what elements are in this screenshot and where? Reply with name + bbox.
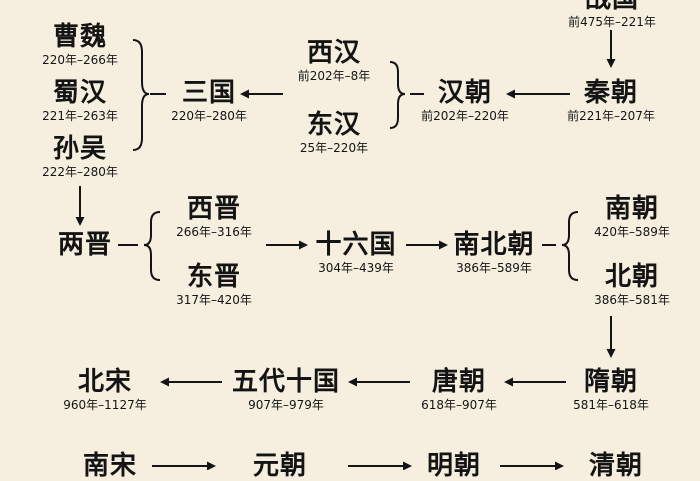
node-nanchao: 南朝 420年–589年 — [580, 194, 684, 239]
node-name: 孙吴 — [52, 134, 107, 164]
node-name: 蜀汉 — [52, 78, 107, 108]
node-caowei: 曹魏 220年–266年 — [28, 22, 132, 67]
node-name: 元朝 — [252, 451, 307, 481]
node-years: 907年–979年 — [248, 398, 324, 412]
node-shiliuguo: 十六国 304年–439年 — [306, 230, 406, 275]
node-years: 221年–263年 — [42, 109, 118, 123]
node-name: 东汉 — [306, 110, 361, 140]
node-years: 304年–439年 — [318, 261, 394, 275]
node-years: 222年–280年 — [42, 165, 118, 179]
node-nanbeichao: 南北朝 386年–589年 — [446, 230, 542, 275]
node-name: 十六国 — [315, 230, 397, 260]
node-name: 五代十国 — [231, 367, 340, 397]
node-yuan: 元朝 — [240, 451, 320, 481]
node-wudai: 五代十国 907年–979年 — [222, 367, 350, 412]
node-years: 386年–589年 — [456, 261, 532, 275]
node-xihan: 西汉 前202年–8年 — [282, 38, 386, 83]
node-ming: 明朝 — [414, 451, 494, 481]
node-name: 秦朝 — [583, 78, 638, 108]
node-qing: 清朝 — [576, 451, 656, 481]
node-qin: 秦朝 前221年–207年 — [556, 78, 666, 123]
node-sunwu: 孙吴 222年–280年 — [28, 134, 132, 179]
node-years: 前221年–207年 — [567, 109, 655, 123]
node-name: 南宋 — [82, 451, 137, 481]
node-name: 北朝 — [604, 262, 659, 292]
node-years: 960年–1127年 — [63, 398, 147, 412]
node-name: 南朝 — [604, 194, 659, 224]
node-name: 三国 — [181, 78, 236, 108]
node-years: 220年–266年 — [42, 53, 118, 67]
node-zhanguo: 战国 前475年–221年 — [560, 0, 664, 29]
node-tang: 唐朝 618年–907年 — [404, 367, 514, 412]
node-years: 618年–907年 — [421, 398, 497, 412]
node-name: 曹魏 — [52, 22, 107, 52]
node-name: 唐朝 — [431, 367, 486, 397]
node-name: 隋朝 — [583, 367, 638, 397]
node-name: 汉朝 — [437, 78, 492, 108]
node-name: 明朝 — [426, 451, 481, 481]
node-years: 220年–280年 — [171, 109, 247, 123]
brace-sanguo — [132, 39, 150, 151]
node-years: 317年–420年 — [176, 293, 252, 307]
node-shuhan: 蜀汉 221年–263年 — [28, 78, 132, 123]
node-years: 前475年–221年 — [568, 15, 656, 29]
node-beichao: 北朝 386年–581年 — [580, 262, 684, 307]
connector-layer — [75, 30, 616, 470]
node-name: 北宋 — [77, 367, 132, 397]
brace-nanbeichao — [561, 211, 579, 281]
node-name: 清朝 — [588, 451, 643, 481]
node-years: 前202年–220年 — [421, 109, 509, 123]
node-name: 南北朝 — [453, 230, 535, 260]
node-years: 25年–220年 — [299, 141, 369, 155]
brace-liangjin — [143, 211, 161, 281]
node-liangjin: 两晋 — [52, 230, 118, 260]
node-years: 266年–316年 — [176, 225, 252, 239]
node-name: 西汉 — [306, 38, 361, 68]
node-name: 西晋 — [186, 194, 241, 224]
node-years: 420年–589年 — [594, 225, 670, 239]
node-beisong: 北宋 960年–1127年 — [50, 367, 160, 412]
node-nansong: 南宋 — [70, 451, 150, 481]
node-xijin: 西晋 266年–316年 — [162, 194, 266, 239]
brace-han — [389, 61, 406, 129]
node-sui: 隋朝 581年–618年 — [556, 367, 666, 412]
node-name: 战国 — [560, 0, 664, 14]
node-years: 386年–581年 — [594, 293, 670, 307]
node-donghan: 东汉 25年–220年 — [282, 110, 386, 155]
node-sanguo: 三国 220年–280年 — [164, 78, 254, 123]
node-dongjin: 东晋 317年–420年 — [162, 262, 266, 307]
node-han: 汉朝 前202年–220年 — [410, 78, 520, 123]
node-years: 前202年–8年 — [297, 69, 371, 83]
node-years: 581年–618年 — [573, 398, 649, 412]
node-name: 东晋 — [186, 262, 241, 292]
node-name: 两晋 — [57, 230, 112, 260]
